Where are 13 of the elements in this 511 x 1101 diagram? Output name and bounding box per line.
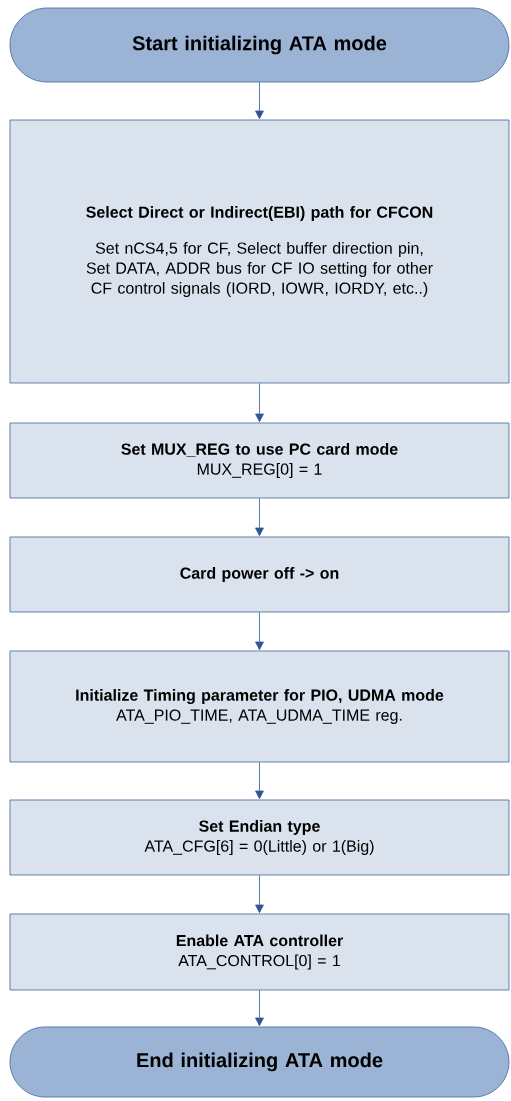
arrow xyxy=(255,990,264,1027)
arrow xyxy=(255,762,264,800)
process-box: Set MUX_REG to use PC card mode MUX_REG[0] = 1 xyxy=(9,422,510,499)
process-box: Select Direct or Indirect(EBI) path for CFCON Set nCS4,5 for CF, Select buffer direction pin, Set DATA, ADDR bus for CF IO setting for other CF control signals (IORD, IOWR, IORDY, etc..) xyxy=(9,119,510,384)
arrow xyxy=(255,82,264,120)
process-box: Enable ATA controller ATA_CONTROL[0] = 1 xyxy=(9,913,510,991)
arrow xyxy=(255,498,264,537)
arrow xyxy=(255,875,264,914)
process-box: Card power off -> on xyxy=(9,536,510,613)
process-box: Set Endian type ATA_CFG[6] = 0(Little) or 1(Big) xyxy=(9,799,510,876)
process-box: Initialize Timing parameter for PIO, UDMA mode ATA_PIO_TIME, ATA_UDMA_TIME reg. xyxy=(9,650,510,763)
arrow xyxy=(255,612,264,651)
arrow xyxy=(255,383,264,423)
